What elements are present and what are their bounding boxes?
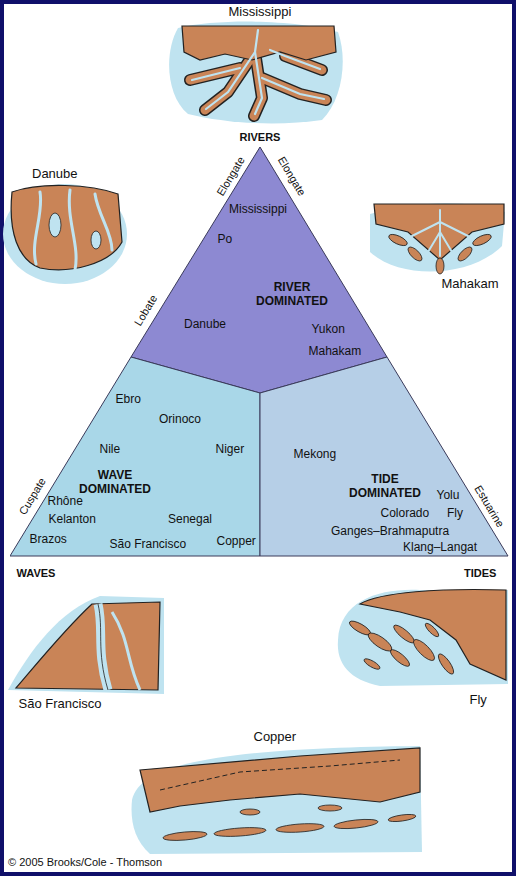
delta-name: Po — [218, 233, 233, 247]
delta-name: Ganges–Brahmaputra — [331, 525, 449, 539]
diagram-label: Mahakam — [442, 277, 499, 292]
region-heading: RIVER DOMINATED — [245, 281, 340, 309]
diagram-label: São Francisco — [19, 697, 102, 712]
delta-name: Danube — [184, 318, 226, 332]
mississippi-delta-drawing — [169, 22, 343, 124]
region-heading: WAVE DOMINATED — [65, 469, 165, 497]
diagram-label: Danube — [32, 167, 78, 182]
delta-name: Mekong — [294, 448, 337, 462]
delta-name: Klang–Langat — [403, 541, 477, 555]
diagram-label: © 2005 Brooks/Cole - Thomson — [8, 856, 162, 869]
diagram-label: Copper — [254, 730, 297, 745]
delta-name: Colorado — [381, 507, 430, 521]
delta-name: Ebro — [116, 393, 141, 407]
mahakam-delta-drawing — [370, 203, 505, 274]
delta-name: Senegal — [168, 513, 212, 527]
delta-name: São Francisco — [110, 538, 187, 552]
fly-delta-drawing — [338, 590, 508, 686]
sao-francisco-delta-drawing — [8, 596, 164, 694]
diagram-label: Fly — [470, 693, 487, 708]
copper-delta-drawing — [132, 746, 422, 854]
danube-delta-drawing — [3, 184, 127, 284]
delta-name: Yolu — [437, 489, 460, 503]
delta-name: Niger — [216, 443, 245, 457]
delta-name: Mahakam — [309, 345, 362, 359]
delta-name: Orinoco — [159, 413, 201, 427]
delta-name: Nile — [100, 443, 121, 457]
diagram-label: Mississippi — [229, 5, 292, 20]
delta-name: Yukon — [312, 323, 345, 337]
delta-name: Fly — [447, 507, 463, 521]
delta-name: Brazos — [30, 533, 67, 547]
delta-name: Kelanton — [49, 513, 96, 527]
region-heading: TIDE DOMINATED — [340, 473, 430, 501]
delta-name: Copper — [217, 535, 256, 549]
corner-label: TIDES — [464, 567, 496, 580]
delta-name: Rhône — [48, 495, 83, 509]
corner-label: WAVES — [17, 567, 56, 580]
delta-name: Mississippi — [229, 203, 287, 217]
corner-label: RIVERS — [240, 131, 281, 144]
